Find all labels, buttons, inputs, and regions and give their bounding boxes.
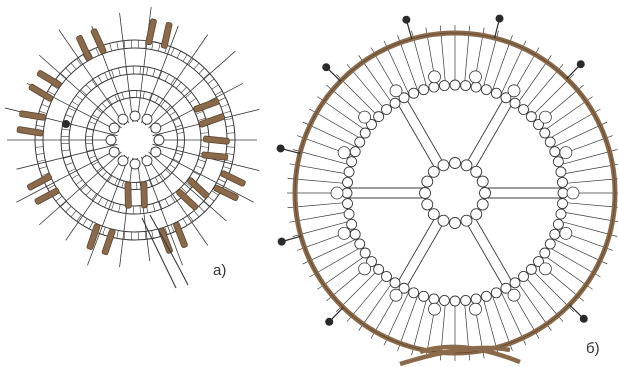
panel-b-spokes (347, 97, 563, 289)
panel-b-drawing (277, 15, 618, 364)
panel-b-outer-bead-ring (342, 80, 568, 306)
panel-a-brown-knots (17, 19, 246, 256)
panel-a-drawing (5, 7, 259, 288)
panel-a-center-beads (106, 111, 164, 169)
panel-b-caption: б) (586, 340, 600, 357)
panel-b-scallop-loops (331, 71, 579, 315)
panel-b-hub-beads (420, 158, 491, 229)
panel-a-pin-head (62, 120, 70, 128)
panel-a-caption: а) (213, 262, 226, 279)
